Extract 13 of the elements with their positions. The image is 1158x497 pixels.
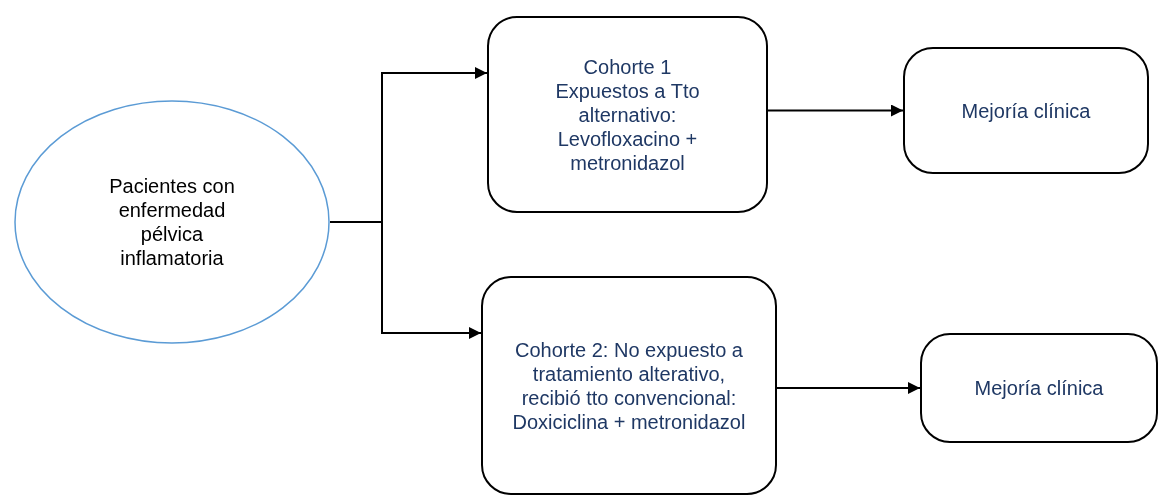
rounded-box: [920, 333, 1158, 443]
rounded-box: [481, 276, 777, 495]
rounded-box: [903, 47, 1149, 174]
node-text: Pacientes con enfermedad pélvica inflamatoria: [108, 174, 236, 270]
arrow: [767, 104, 904, 117]
node-text: Cohorte 2: No expuesto a tratamiento alterativo, recibió tto convencional: Doxiciclina + metronidazol: [511, 337, 747, 434]
ellipse-node: [14, 100, 330, 344]
arrow: [329, 221, 482, 339]
node-text: Mejoría clínica: [974, 376, 1104, 400]
rounded-box: [487, 16, 768, 213]
node-text: Cohorte 1 Expuestos a Tto alternativo: Levofloxacino + metronidazol: [554, 54, 701, 175]
node-text: Mejoría clínica: [961, 98, 1091, 123]
arrow: [776, 382, 921, 394]
